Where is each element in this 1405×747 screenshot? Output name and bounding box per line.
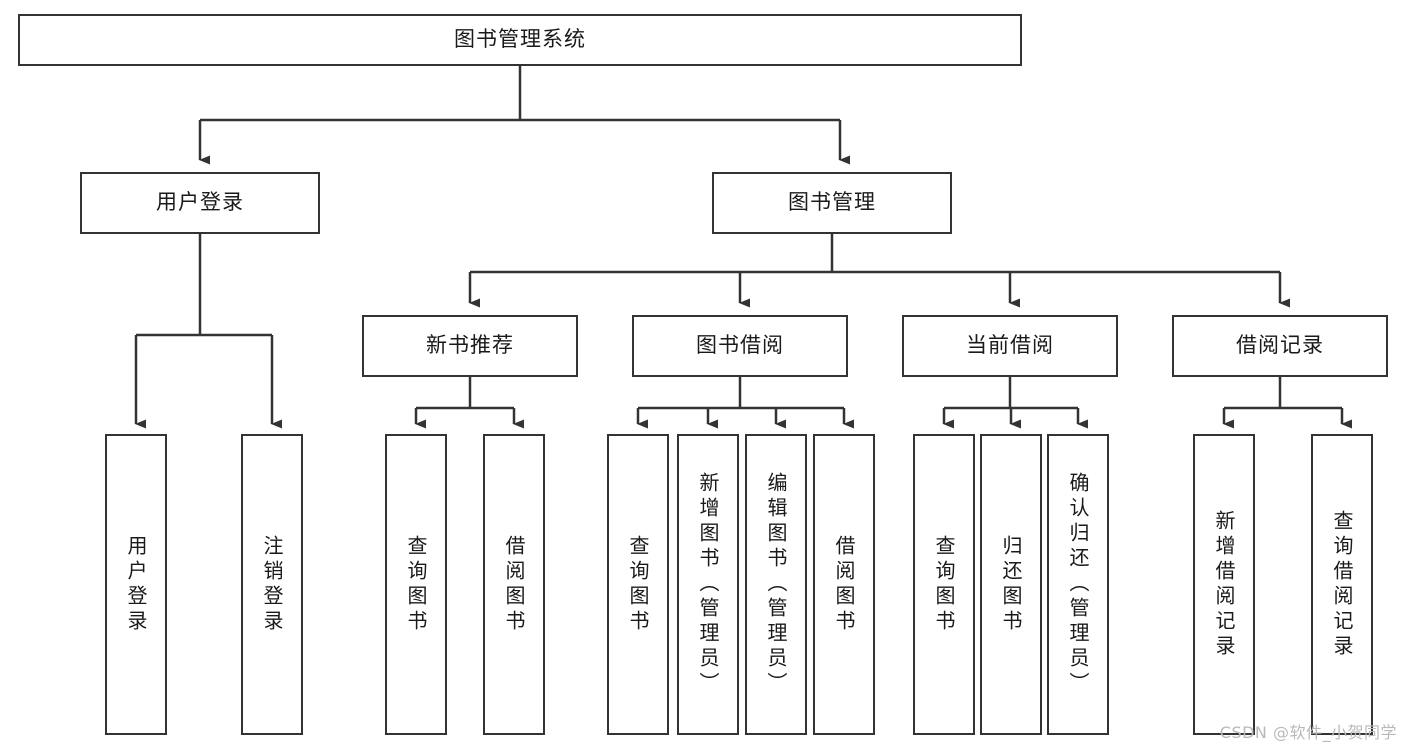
leaf-book-borrow-borrow[interactable]: 借阅图书 xyxy=(813,434,875,735)
leaf-current-borrow-query[interactable]: 查询图书 xyxy=(913,434,975,735)
node-label: 新书推荐 xyxy=(426,333,514,358)
leaf-new-book-query[interactable]: 查询图书 xyxy=(385,434,447,735)
leaf-user-login-logout[interactable]: 注销登录 xyxy=(241,434,303,735)
node-label: 查询图书 xyxy=(404,534,428,635)
node-label: 归还图书 xyxy=(999,534,1023,635)
node-label: 图书借阅 xyxy=(696,333,784,358)
leaf-new-book-borrow[interactable]: 借阅图书 xyxy=(483,434,545,735)
leaf-borrow-record-query[interactable]: 查询借阅记录 xyxy=(1311,434,1373,735)
node-label: 新增图书（管理员） xyxy=(696,472,720,697)
node-label: 注销登录 xyxy=(260,534,284,635)
node-user-login[interactable]: 用户登录 xyxy=(80,172,320,234)
node-label: 图书管理 xyxy=(788,190,876,215)
node-book-borrow[interactable]: 图书借阅 xyxy=(632,315,848,377)
leaf-book-borrow-query[interactable]: 查询图书 xyxy=(607,434,669,735)
node-label: 用户登录 xyxy=(156,190,244,215)
leaf-current-borrow-confirm-return[interactable]: 确认归还（管理员） xyxy=(1047,434,1109,735)
node-label: 图书管理系统 xyxy=(454,27,586,52)
node-label: 当前借阅 xyxy=(966,333,1054,358)
node-label: 新增借阅记录 xyxy=(1212,509,1236,660)
node-label: 查询图书 xyxy=(626,534,650,635)
node-book-management[interactable]: 图书管理 xyxy=(712,172,952,234)
leaf-user-login-login[interactable]: 用户登录 xyxy=(105,434,167,735)
node-label: 查询借阅记录 xyxy=(1330,509,1354,660)
node-new-book-recommend[interactable]: 新书推荐 xyxy=(362,315,578,377)
leaf-borrow-record-add[interactable]: 新增借阅记录 xyxy=(1193,434,1255,735)
node-label: 编辑图书（管理员） xyxy=(764,472,788,697)
node-label: 用户登录 xyxy=(124,534,148,635)
node-current-borrow[interactable]: 当前借阅 xyxy=(902,315,1118,377)
leaf-book-borrow-add[interactable]: 新增图书（管理员） xyxy=(677,434,739,735)
node-borrow-record[interactable]: 借阅记录 xyxy=(1172,315,1388,377)
watermark: CSDN @软件_小贺同学 xyxy=(1219,723,1397,742)
leaf-book-borrow-edit[interactable]: 编辑图书（管理员） xyxy=(745,434,807,735)
node-label: 借阅图书 xyxy=(832,534,856,635)
node-label: 借阅图书 xyxy=(502,534,526,635)
node-label: 借阅记录 xyxy=(1236,333,1324,358)
node-root-system[interactable]: 图书管理系统 xyxy=(18,14,1022,66)
node-label: 查询图书 xyxy=(932,534,956,635)
node-label: 确认归还（管理员） xyxy=(1066,472,1090,697)
leaf-current-borrow-return[interactable]: 归还图书 xyxy=(980,434,1042,735)
